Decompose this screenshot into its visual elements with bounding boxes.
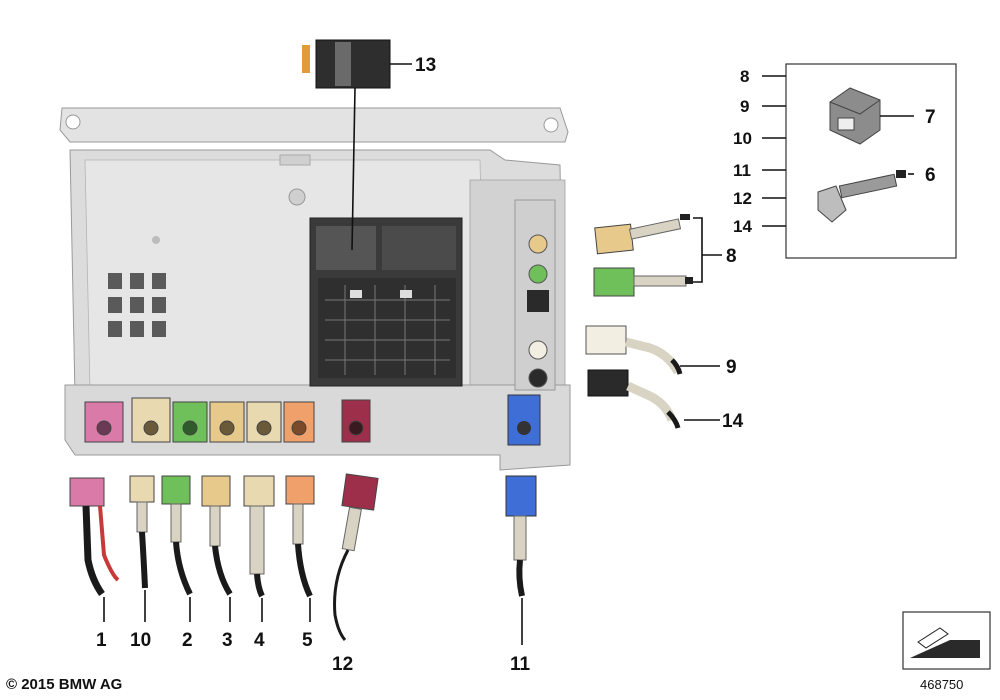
central-connector-block <box>309 217 463 387</box>
callout-11: 11 <box>510 654 531 675</box>
legend-label-14: 14 <box>733 217 752 236</box>
callout-7: 7 <box>925 107 936 128</box>
callout-5: 5 <box>302 630 313 651</box>
callout-8: 8 <box>726 246 737 267</box>
callout-4: 4 <box>254 630 265 651</box>
connector-part-2 <box>161 475 193 622</box>
diagram-reference-icon <box>902 611 991 670</box>
legend-labels: 8 9 10 11 12 14 <box>733 67 752 236</box>
diagram-number: 468750 <box>920 677 964 692</box>
connector-part-5 <box>285 475 315 622</box>
callout-3: 3 <box>222 630 233 651</box>
callout-labels: 1 10 2 3 4 5 12 11 13 8 9 14 7 6 <box>96 55 936 675</box>
mounting-hole <box>543 117 559 133</box>
callout-12: 12 <box>332 654 353 675</box>
connector-part-8-green <box>593 267 693 297</box>
callout-9: 9 <box>726 357 737 378</box>
callout-2: 2 <box>182 630 193 651</box>
legend-label-8: 8 <box>740 67 749 86</box>
connector-part-14 <box>587 369 720 429</box>
loose-connectors-right <box>585 214 722 429</box>
right-connector-column <box>507 199 556 446</box>
bottom-connector-row <box>84 397 371 443</box>
part-13-plug <box>302 39 412 251</box>
head-unit-housing <box>59 107 571 471</box>
part-7-housing <box>829 87 914 145</box>
callout-10: 10 <box>130 630 151 651</box>
legend-label-10: 10 <box>733 129 752 148</box>
callout-6: 6 <box>925 165 936 186</box>
ventilation-grid <box>108 273 166 337</box>
connector-part-10 <box>129 475 155 622</box>
loose-connectors-bottom <box>69 473 537 645</box>
legend-label-12: 12 <box>733 189 752 208</box>
connector-part-1 <box>69 477 120 622</box>
connector-part-4 <box>243 475 275 622</box>
connector-part-9 <box>585 325 720 375</box>
mounting-hole <box>65 114 81 130</box>
callout-13: 13 <box>415 55 436 76</box>
legend-label-9: 9 <box>740 97 749 116</box>
callout-1: 1 <box>96 630 107 651</box>
legend-box <box>762 63 957 259</box>
callout-14: 14 <box>722 411 744 432</box>
part-6-angled-plug <box>817 170 914 223</box>
connector-part-8-tan <box>594 214 690 255</box>
copyright-text: © 2015 BMW AG <box>6 676 123 693</box>
legend-label-11: 11 <box>733 161 751 180</box>
connector-part-3 <box>201 475 233 622</box>
connector-part-12 <box>333 473 379 641</box>
connector-part-11 <box>505 475 537 645</box>
